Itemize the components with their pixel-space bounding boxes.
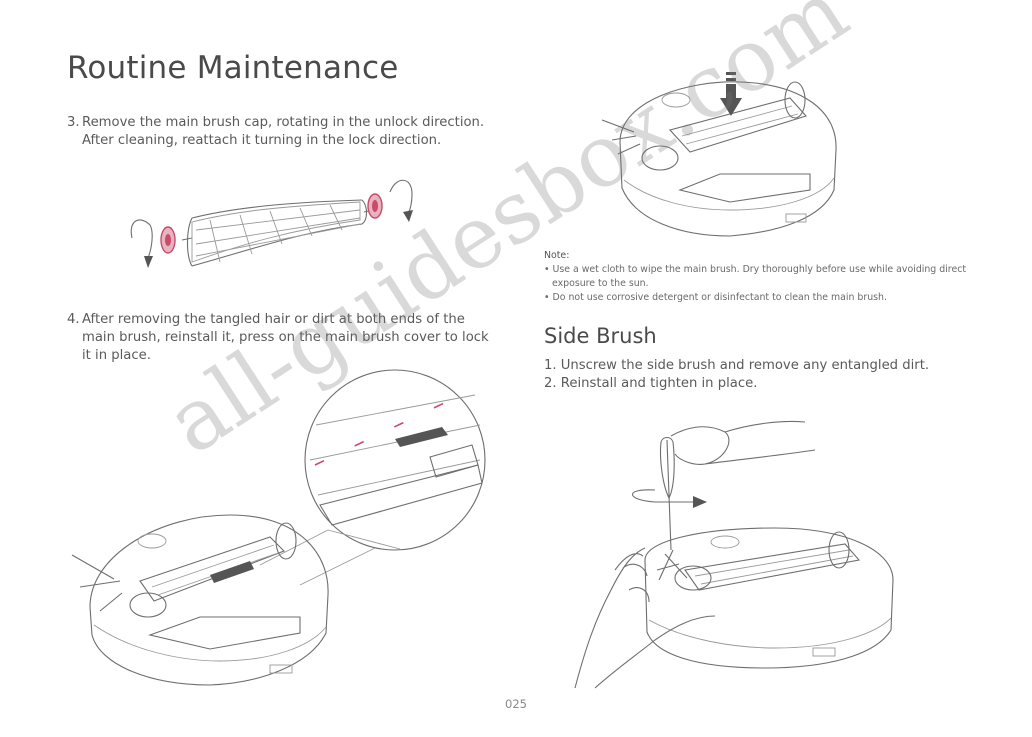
step-text: Remove the main brush cap, rotating in t… [82, 115, 485, 148]
robot-install-brush-illustration [71, 369, 486, 686]
note-box: Note: • Use a wet cloth to wipe the main… [544, 249, 974, 305]
side-brush-heading: Side Brush [544, 324, 657, 348]
page-number: 025 [505, 697, 527, 711]
side-brush-step-1: 1. Unscrew the side brush and remove any… [544, 358, 930, 373]
page-title: Routine Maintenance [67, 50, 399, 86]
step-4-instruction: 4. After removing the tangled hair or di… [67, 311, 497, 365]
robot-press-cover-illustration [601, 72, 837, 237]
note-label: Note: [544, 250, 570, 261]
step-text: After removing the tangled hair or dirt … [82, 312, 489, 363]
brush-roller [181, 199, 375, 267]
step-number: 3. [67, 115, 80, 130]
step-3-instruction: 3. Remove the main brush cap, rotating i… [67, 114, 487, 150]
side-brush-screwdriver-illustration [574, 420, 894, 689]
note-item: • Do not use corrosive detergent or disi… [544, 292, 887, 303]
side-brush-step-2: 2. Reinstall and tighten in place. [544, 376, 758, 391]
side-brush-steps: 1. Unscrew the side brush and remove any… [544, 357, 929, 393]
rotate-arrow-icon [632, 489, 707, 508]
brush-cap-left [160, 226, 176, 254]
main-brush-illustration [130, 179, 413, 268]
rotate-arrow-icon [389, 179, 413, 222]
step-number: 4. [67, 312, 80, 327]
zoom-circle [304, 369, 486, 551]
note-item: • Use a wet cloth to wipe the main brush… [544, 264, 967, 289]
rotate-arrow-icon [130, 219, 153, 268]
press-arrow-icon [720, 72, 742, 116]
brush-cap-right [367, 193, 383, 219]
